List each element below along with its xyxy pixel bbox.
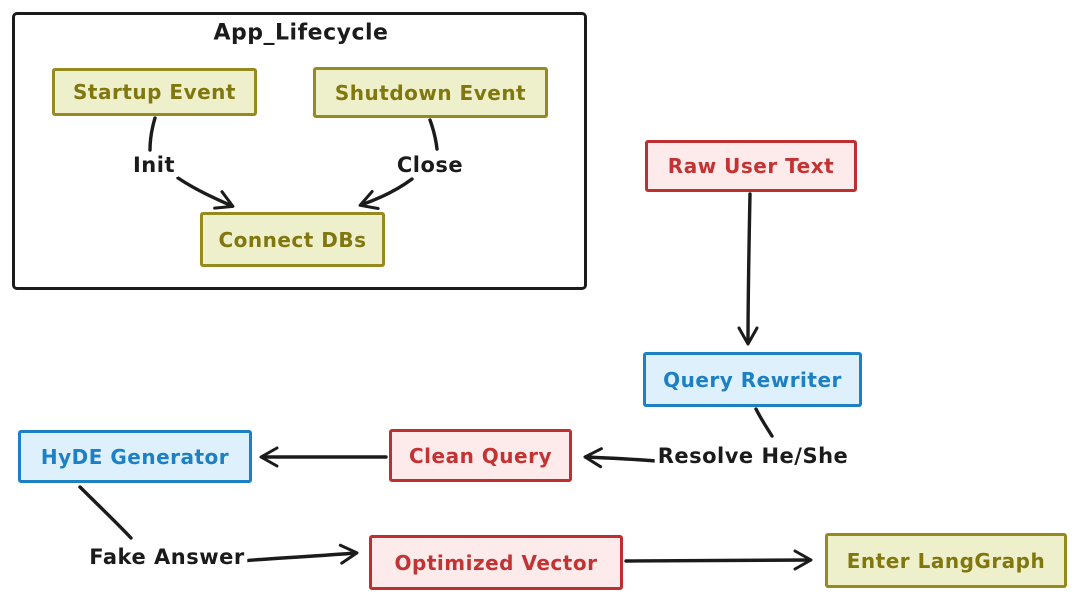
edge-rawtext-to-queryrewriter [737,192,759,346]
edge-label-init: Init [129,153,179,177]
edge-label-close: Close [393,153,467,177]
node-connect-dbs-label: Connect DBs [218,227,367,252]
node-shutdown-event-label: Shutdown Event [334,80,527,105]
subgraph-title: App_Lifecycle [213,20,389,46]
node-query-rewriter-label: Query Rewriter [663,367,842,392]
node-startup-event: Startup Event [52,68,257,116]
node-optimized-vector: Optimized Vector [369,535,623,590]
node-clean-query: Clean Query [389,429,572,482]
node-enter-langgraph-label: Enter LangGraph [846,548,1046,573]
node-enter-langgraph: Enter LangGraph [825,533,1067,588]
node-hyde-generator: HyDE Generator [18,430,252,483]
node-raw-user-text: Raw User Text [645,140,857,192]
edge-label-resolve-he-she: Resolve He/She [654,444,852,468]
node-clean-query-label: Clean Query [409,443,552,468]
node-query-rewriter: Query Rewriter [643,352,862,407]
node-shutdown-event: Shutdown Event [313,67,548,118]
node-optimized-vector-label: Optimized Vector [394,550,598,575]
edge-hyde-to-fakeanswer [78,485,133,540]
edge-resolve-to-cleanquery [583,447,658,469]
node-connect-dbs: Connect DBs [200,212,385,267]
edge-fakeanswer-to-optimized [238,543,359,565]
edge-optimized-to-langgraph [624,549,813,571]
node-raw-user-text-label: Raw User Text [667,154,835,178]
node-hyde-generator-label: HyDE Generator [40,444,230,469]
subgraph-app-lifecycle [12,12,587,290]
node-startup-event-label: Startup Event [73,80,236,104]
edge-queryrewriter-to-resolve [754,407,774,438]
edge-label-fake-answer: Fake Answer [86,545,248,569]
